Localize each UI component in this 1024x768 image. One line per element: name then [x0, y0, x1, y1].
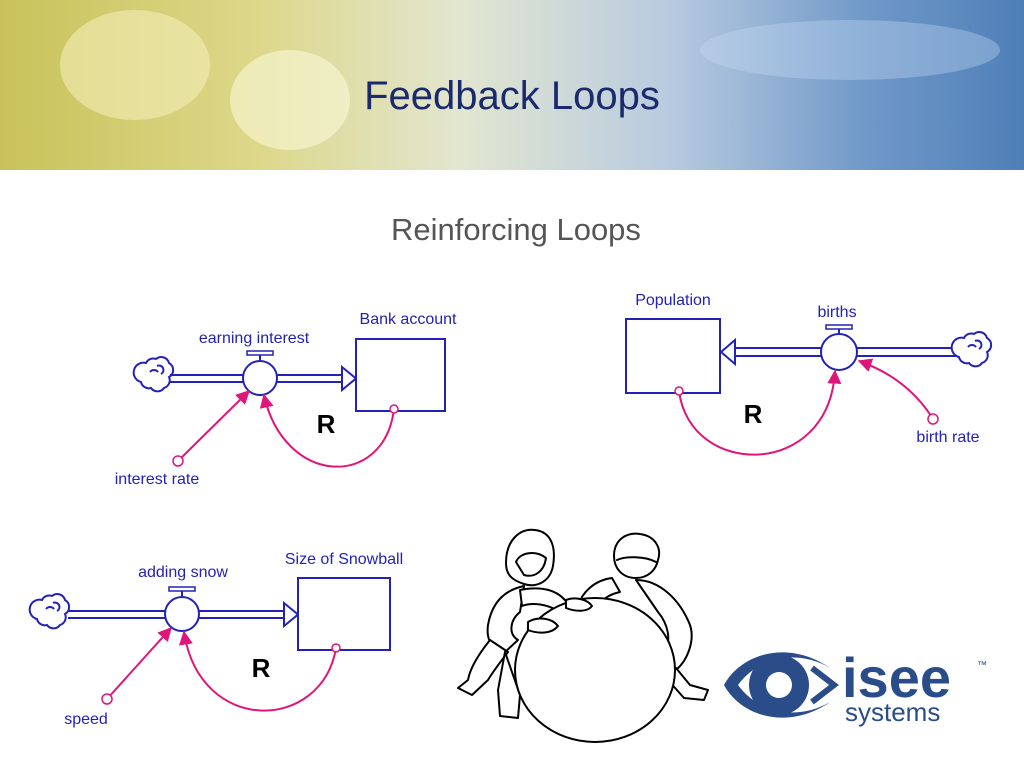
- eye-chevron: [810, 665, 839, 705]
- feedback-connector: [678, 369, 842, 456]
- cloud-source-icon: [28, 593, 71, 630]
- flow-label: earning interest: [199, 330, 310, 347]
- rate-connector: [106, 626, 172, 700]
- cloud-source-icon: [132, 356, 175, 393]
- stock-box: [297, 577, 391, 651]
- flow-valve: [164, 586, 200, 632]
- flow-pipe: [719, 337, 960, 367]
- connector-origin: [674, 386, 684, 396]
- feedback-connector: [259, 393, 395, 468]
- logo-subtitle: systems: [845, 697, 940, 727]
- loop-label: R: [252, 653, 271, 683]
- rate-connector: [857, 358, 934, 420]
- stock-box: [355, 338, 446, 412]
- converter-label: interest rate: [115, 471, 200, 488]
- snowball-kids-illustration: [457, 528, 709, 743]
- right-kid-hat-brim: [616, 556, 657, 563]
- snowball-diagram: Size of Snowball adding snow speed R: [28, 551, 403, 728]
- stock-label: Size of Snowball: [285, 551, 403, 568]
- header-banner: Feedback Loops: [0, 0, 1024, 170]
- flow-label: adding snow: [138, 564, 228, 581]
- right-kid-body: [635, 579, 693, 671]
- leaf-shape: [60, 10, 210, 120]
- logo-word: isee: [842, 646, 951, 709]
- isee-systems-logo: isee ™ systems: [724, 646, 987, 727]
- right-kid-hat: [613, 532, 660, 579]
- converter-circle: [101, 693, 113, 705]
- cloud-sink-icon: [950, 331, 993, 368]
- flow-label: births: [817, 304, 856, 321]
- snowball: [514, 597, 676, 743]
- population-diagram: Population births birth rate R: [625, 292, 993, 456]
- converter-circle: [927, 413, 939, 425]
- flow-valve: [820, 324, 858, 371]
- eye-logo-icon: [724, 652, 830, 718]
- loop-label: R: [317, 409, 336, 439]
- wave-shape: [700, 20, 1000, 80]
- eye-pupil: [766, 672, 792, 698]
- flow-pipe: [170, 364, 358, 393]
- connector-origin: [331, 643, 341, 653]
- connector-origin: [389, 404, 399, 414]
- flow-valve: [242, 350, 278, 396]
- slide-title: Feedback Loops: [364, 74, 660, 118]
- left-kid-mitten: [527, 617, 559, 634]
- flow-pipe: [68, 600, 300, 629]
- left-kid-face: [515, 552, 547, 577]
- feedback-connector: [179, 630, 337, 712]
- stock-label: Bank account: [360, 311, 458, 328]
- bank-diagram: Bank account earning interest interest r…: [115, 311, 457, 488]
- slide-subtitle: Reinforcing Loops: [391, 212, 641, 247]
- converter-circle: [172, 455, 184, 467]
- rate-connector: [177, 390, 250, 462]
- left-kid-mitten: [565, 597, 593, 612]
- logo-trademark: ™: [977, 660, 987, 671]
- leaf-shape: [230, 50, 350, 150]
- stock-box: [625, 318, 721, 394]
- converter-label: speed: [64, 711, 108, 728]
- stock-label: Population: [635, 292, 711, 309]
- loop-label: R: [744, 399, 763, 429]
- converter-label: birth rate: [916, 429, 979, 446]
